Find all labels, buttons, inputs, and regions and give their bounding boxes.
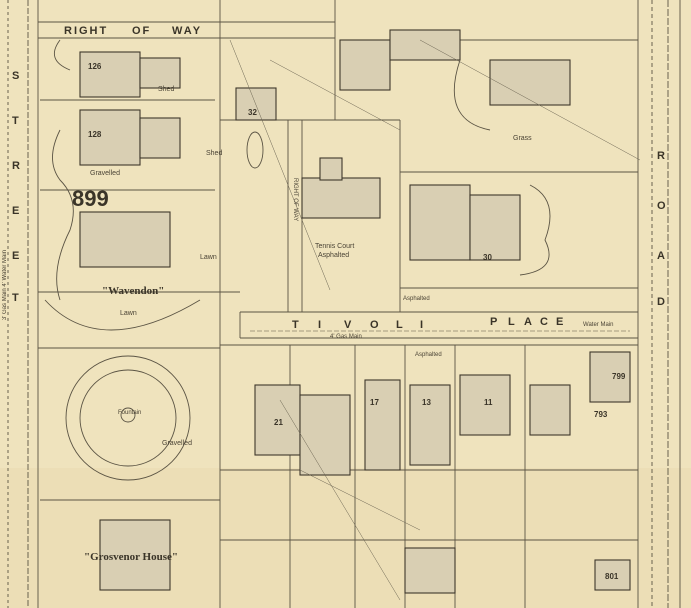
tivoli-letter-6: I xyxy=(420,319,426,331)
lot-number: 11 xyxy=(484,398,493,407)
building-128 xyxy=(79,109,141,166)
survey-line xyxy=(229,39,331,291)
lot-number: 32 xyxy=(248,108,257,117)
tivoli-letter-3: V xyxy=(344,319,354,331)
path-curve xyxy=(453,59,491,131)
lot-number: 30 xyxy=(483,253,492,262)
survey-line xyxy=(279,399,401,601)
tivoli-letter-1: T xyxy=(292,319,301,331)
building-126 xyxy=(79,51,141,98)
building-23 xyxy=(299,394,351,476)
street-mains-label: 3' Gas Main 4' Water Main xyxy=(2,250,8,321)
water-main-label: Water Main xyxy=(583,322,614,328)
survey-line xyxy=(269,59,401,131)
garden-curve-top xyxy=(53,39,71,71)
fountain-label: Fountain xyxy=(118,410,142,416)
building-small xyxy=(319,157,343,181)
street-letter-e2: E xyxy=(12,250,22,262)
tivoli-letter-4: O xyxy=(370,319,381,331)
wavendon-label: "Wavendon" xyxy=(102,285,165,297)
grass-label: Grass xyxy=(513,135,532,142)
street-letter-t: T xyxy=(12,115,21,127)
shed-label: Shed xyxy=(158,86,175,93)
building-top xyxy=(339,39,391,91)
street-letter-e1: E xyxy=(12,205,22,217)
mid-right-of-way-label: RIGHT OF WAY xyxy=(292,178,298,222)
gravelled-label: Gravelled xyxy=(162,440,192,447)
building-32 xyxy=(235,87,277,121)
tennis-court-label: Tennis Court xyxy=(315,243,355,250)
place-letter-2: L xyxy=(508,316,517,328)
shed-label-2: Shed xyxy=(206,150,223,157)
right-of-way-word-2: OF xyxy=(132,25,152,37)
lot-number: 128 xyxy=(88,130,102,139)
tivoli-letter-5: L xyxy=(396,319,405,331)
building-annex-2 xyxy=(139,57,181,89)
garden-oval xyxy=(246,131,264,169)
building-799 xyxy=(589,351,631,403)
lot-number: 17 xyxy=(370,398,379,407)
building-grosvenor xyxy=(99,519,171,591)
asphalted-label-3: Asphalted xyxy=(415,352,442,358)
lawn-label-2: Lawn xyxy=(120,310,137,317)
building-13-south xyxy=(409,384,451,466)
survey-line xyxy=(299,469,421,531)
right-of-way-word-3: WAY xyxy=(172,25,203,37)
building-tennis xyxy=(301,177,381,219)
block-number: 899 xyxy=(72,186,109,211)
building-wavendon xyxy=(79,211,171,268)
road-letter-d: D xyxy=(657,296,667,308)
building-831 xyxy=(489,59,571,106)
lot-number: 126 xyxy=(88,62,102,71)
building-801 xyxy=(594,559,631,591)
driveway-left xyxy=(52,129,74,301)
building-11 xyxy=(469,194,521,261)
fountain-drive-inner xyxy=(79,369,177,467)
place-letter-5: E xyxy=(556,316,566,328)
drive-curve xyxy=(44,299,201,331)
building-21 xyxy=(254,384,301,456)
street-letter-r: R xyxy=(12,160,22,172)
survey-line xyxy=(419,39,641,161)
road-letter-a: A xyxy=(657,250,667,262)
building-annex xyxy=(139,117,181,159)
street-letter-s: S xyxy=(12,70,22,82)
fountain-drive-outer xyxy=(65,355,191,481)
lot-number: 13 xyxy=(422,398,431,407)
lawn-label: Lawn xyxy=(200,254,217,261)
street-letter-t2: T xyxy=(12,292,21,304)
building-cottage xyxy=(404,547,456,594)
lot-number: 799 xyxy=(612,372,626,381)
place-letter-4: C xyxy=(540,316,550,328)
asphalted-label: Asphalted xyxy=(318,252,350,259)
building-outhouse xyxy=(389,29,461,61)
lot-number: 793 xyxy=(594,410,608,419)
lot-number: 801 xyxy=(605,572,619,581)
place-letter-3: A xyxy=(524,316,534,328)
road-letter-r: R xyxy=(657,150,667,162)
building-13 xyxy=(409,184,471,261)
lot-number: 21 xyxy=(274,418,283,427)
garden-curve xyxy=(519,184,551,276)
grosvenor-label: "Grosvenor House" xyxy=(84,551,179,563)
building-17 xyxy=(364,379,401,471)
road-letter-o: O xyxy=(657,200,668,212)
place-letter-1: P xyxy=(490,316,500,328)
tivoli-letter-2: I xyxy=(318,319,324,331)
asphalted-label-2: Asphalted xyxy=(403,296,430,302)
right-of-way-word-1: RIGHT xyxy=(64,25,109,37)
gravelled-label-2: Gravelled xyxy=(90,170,120,177)
building-793 xyxy=(529,384,571,436)
building-11-south xyxy=(459,374,511,436)
fountain xyxy=(120,407,136,423)
gas-main-label: 4' Gas Main xyxy=(330,334,362,340)
